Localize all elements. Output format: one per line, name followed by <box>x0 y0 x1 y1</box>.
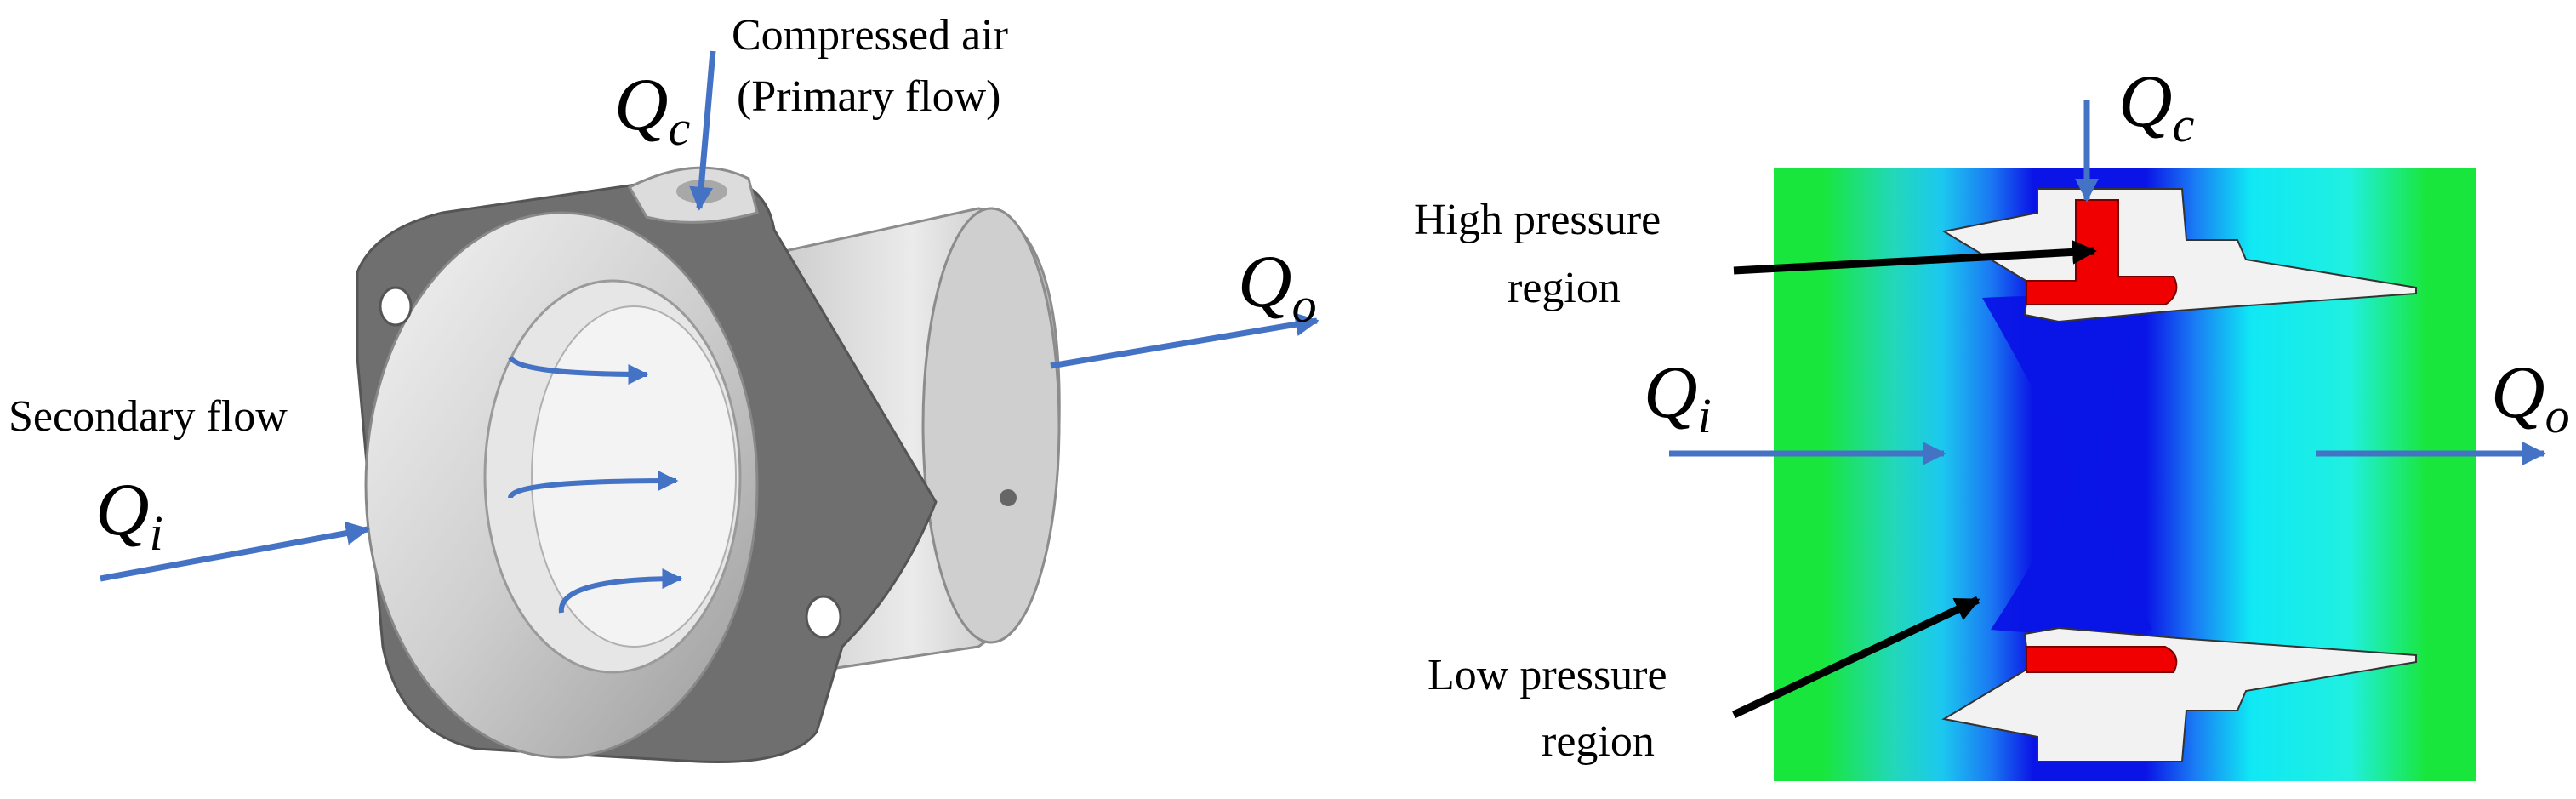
compressed-air-label: Compressed air <box>732 11 1008 60</box>
internal-flow-arrow-2 <box>508 471 679 499</box>
low-pressure-pointer <box>1732 596 1980 719</box>
secondary-flow-arrow <box>100 521 370 582</box>
left-qc-symbol: Qc <box>614 64 691 156</box>
low-pressure-label-line2: region <box>1542 717 1655 766</box>
internal-flow-arrow-1 <box>508 356 649 385</box>
primary-flow-arrow <box>689 50 716 211</box>
pressure-contour-plot <box>1774 168 2476 781</box>
high-pressure-label-line2: region <box>1507 264 1621 312</box>
internal-flow-arrow-3 <box>558 568 683 614</box>
high-pressure-pointer <box>1733 240 2097 275</box>
ejector-bolt-hole-bottom <box>805 595 842 639</box>
ejector-bolt-hole-top <box>379 286 413 327</box>
lower-red-zone <box>2026 646 2178 673</box>
ejector-side-hole <box>1000 489 1017 506</box>
ejector-3d-model <box>356 166 1061 764</box>
right-qi-symbol: Qi <box>1644 351 1712 443</box>
high-pressure-zone <box>2026 199 2178 305</box>
ejector-inner-throat <box>531 305 737 648</box>
low-pressure-label-line1: Low pressure <box>1428 651 1667 699</box>
left-qi-symbol: Qi <box>95 469 163 561</box>
right-qo-symbol: Qo <box>2491 351 2570 443</box>
outlet-flow-arrow <box>1050 312 1319 369</box>
left-qo-symbol: Qo <box>1238 241 1317 333</box>
secondary-flow-label: Secondary flow <box>9 392 288 441</box>
high-pressure-label-line1: High pressure <box>1414 196 1661 244</box>
right-qc-symbol: Qc <box>2118 60 2195 152</box>
primary-flow-label: (Primary flow) <box>737 72 1000 121</box>
ejector-outlet-rim <box>921 207 1061 644</box>
low-pressure-core <box>1982 295 2152 633</box>
